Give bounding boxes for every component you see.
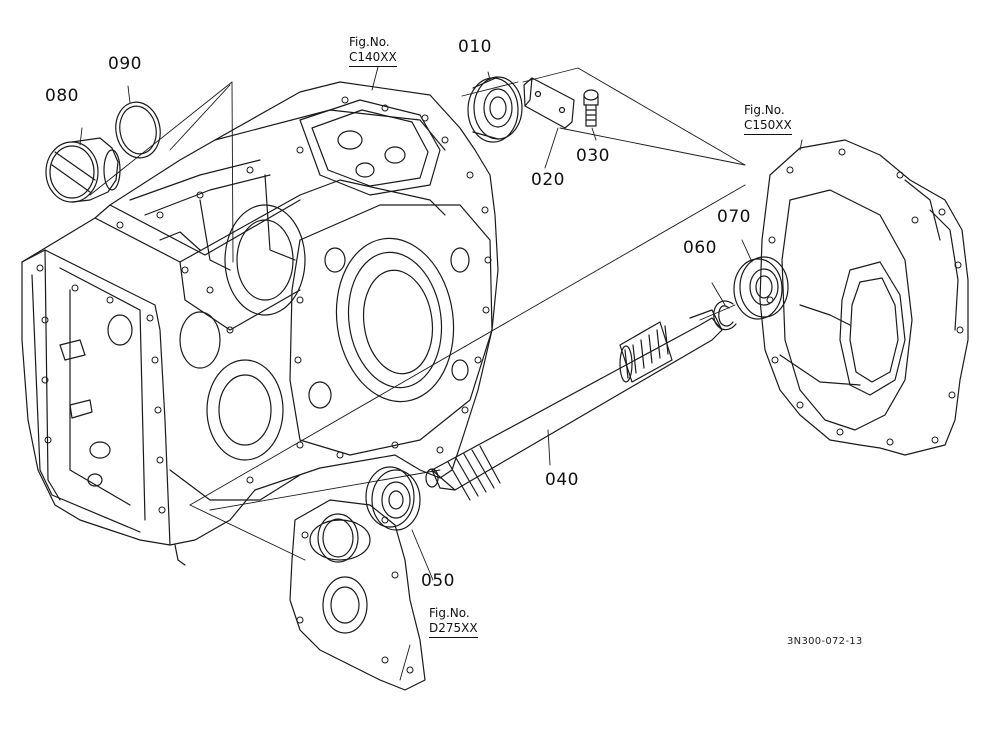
drawing-code: 3N300-072-13 bbox=[787, 636, 863, 647]
part-label-020[interactable]: 020 bbox=[531, 170, 565, 190]
part-label-060[interactable]: 060 bbox=[683, 238, 717, 258]
fig-ref-c140xx-line1: Fig.No. bbox=[349, 35, 390, 49]
leader-lines bbox=[79, 66, 803, 681]
fig-ref-c150xx-line1: Fig.No. bbox=[744, 103, 785, 117]
bearing-050[interactable] bbox=[365, 466, 421, 531]
bearing-070[interactable] bbox=[733, 256, 789, 320]
o-ring-090[interactable] bbox=[111, 99, 164, 162]
front-cover bbox=[289, 499, 426, 691]
part-label-080[interactable]: 080 bbox=[45, 86, 79, 106]
retaining-plate-020[interactable] bbox=[523, 77, 575, 129]
part-label-050[interactable]: 050 bbox=[421, 571, 455, 591]
fig-ref-c150xx[interactable]: Fig.No. C150XX bbox=[744, 103, 792, 135]
snap-ring-060[interactable] bbox=[713, 300, 737, 331]
fig-ref-d275xx-line1: Fig.No. bbox=[429, 606, 470, 620]
fig-ref-c140xx[interactable]: Fig.No. C140XX bbox=[349, 35, 397, 67]
fig-ref-d275xx[interactable]: Fig.No. D275XX bbox=[429, 606, 478, 638]
seal-050[interactable] bbox=[317, 513, 359, 563]
rear-housing bbox=[759, 139, 969, 456]
fig-ref-c150xx-line2: C150XX bbox=[744, 118, 792, 135]
collar-080[interactable] bbox=[45, 137, 121, 203]
bearing-010[interactable] bbox=[467, 76, 523, 143]
part-label-030[interactable]: 030 bbox=[576, 146, 610, 166]
part-label-070[interactable]: 070 bbox=[717, 207, 751, 227]
part-label-040[interactable]: 040 bbox=[545, 470, 579, 490]
transmission-case bbox=[21, 81, 499, 566]
part-label-090[interactable]: 090 bbox=[108, 54, 142, 74]
fig-ref-d275xx-line2: D275XX bbox=[429, 621, 478, 638]
bolt-030[interactable] bbox=[583, 89, 599, 127]
fig-ref-c140xx-line2: C140XX bbox=[349, 50, 397, 67]
part-label-010[interactable]: 010 bbox=[458, 37, 492, 57]
shaft-040[interactable] bbox=[425, 309, 723, 501]
